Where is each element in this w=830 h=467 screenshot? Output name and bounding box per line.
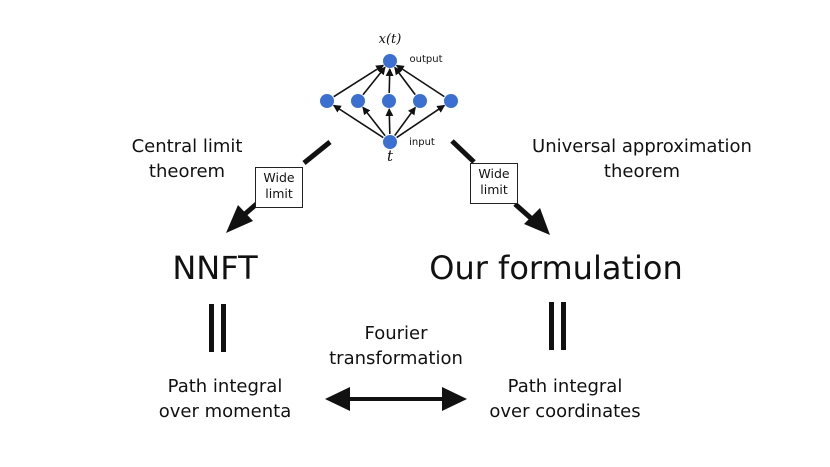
right-wide-limit-box: Wide limit	[470, 163, 518, 204]
input-to-hidden-edge-4	[394, 106, 416, 137]
input-to-hidden-edge-1	[332, 104, 384, 139]
hidden-to-output-edge-2	[362, 66, 386, 96]
right-wide-limit-arrow	[450, 139, 550, 235]
hidden-node-5	[444, 94, 458, 108]
input-to-hidden-edge-2	[362, 106, 386, 137]
network-nodes	[320, 54, 458, 149]
hidden-to-output-edge-3	[385, 67, 394, 94]
output-symbol: x(t)	[378, 32, 402, 47]
output-node	[383, 54, 397, 68]
hidden-node-2	[351, 94, 365, 108]
input-symbol: t	[386, 147, 394, 165]
input-to-hidden-edge-3	[385, 107, 394, 135]
right-path-integral-label: Path integral over coordinates	[489, 376, 641, 422]
network-edges	[332, 64, 446, 139]
left-path-integral-label: Path integral over momenta	[158, 376, 292, 422]
input-node	[383, 135, 397, 149]
input-label: input	[409, 137, 435, 148]
fourier-transformation-label: Fourier transformation	[329, 323, 463, 369]
central-limit-theorem-label: Central limit theorem	[131, 136, 243, 182]
hidden-node-1	[320, 94, 334, 108]
fourier-double-arrow	[325, 387, 467, 411]
output-label: output	[409, 54, 443, 65]
input-to-hidden-edge-5	[396, 104, 446, 139]
hidden-to-output-edge-5	[395, 64, 445, 98]
hidden-node-4	[413, 94, 427, 108]
our-formulation-title: Our formulation	[429, 249, 683, 287]
hidden-node-3	[382, 94, 396, 108]
hidden-to-output-edge-1	[333, 64, 385, 98]
right-equivalence-bars	[549, 302, 566, 350]
nnft-title: NNFT	[172, 249, 258, 287]
universal-approximation-theorem-label: Universal approximation theorem	[532, 136, 752, 182]
left-equivalence-bars	[209, 304, 226, 352]
left-wide-limit-box: Wide limit	[255, 167, 303, 208]
